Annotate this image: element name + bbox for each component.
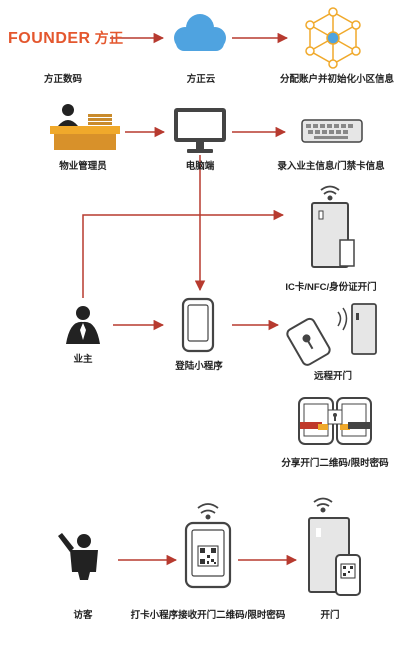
arrow-owner-to-door	[82, 209, 285, 298]
label-owner: 业主	[73, 354, 93, 365]
network-icon	[305, 7, 361, 69]
owner-icon	[66, 306, 100, 344]
brand-name-cn: 方正	[94, 30, 124, 46]
wifi-icon	[320, 185, 340, 201]
door-reader-icon	[311, 185, 355, 268]
label-founder-digital: 方正数码	[43, 74, 83, 85]
label-property-admin: 物业管理员	[59, 161, 107, 172]
label-founder-cloud: 方正云	[186, 74, 216, 85]
label-computer: 电脑端	[185, 161, 215, 172]
label-mini-program-login: 登陆小程序	[175, 361, 223, 372]
visitor-phone-icon	[184, 503, 232, 589]
arrows	[82, 32, 298, 566]
label-open-door: 开门	[320, 610, 340, 621]
remote-unlock-icon	[286, 303, 377, 366]
keyboard-icon	[301, 119, 363, 143]
share-phones-icon	[298, 397, 372, 445]
wifi-icon	[197, 503, 219, 520]
phone-icon	[181, 297, 215, 353]
qr-code-icon	[197, 545, 219, 567]
label-card-open: IC卡/NFC/身份证开门	[285, 282, 377, 293]
open-door-icon	[308, 497, 361, 596]
monitor-icon	[174, 108, 226, 153]
cloud-icon	[174, 14, 226, 51]
brand-name: FOUNDER	[8, 30, 91, 47]
label-remote-open: 远程开门	[313, 371, 353, 382]
label-share-qr: 分享开门二维码/限时密码	[281, 458, 389, 469]
admin-desk-icon	[50, 104, 120, 150]
label-assign-accounts: 分配账户并初始化小区信息	[279, 74, 395, 85]
label-visitor: 访客	[73, 610, 93, 621]
label-enter-info: 录入业主信息/门禁卡信息	[277, 161, 385, 172]
wifi-icon	[313, 497, 333, 513]
qr-code-icon	[340, 563, 356, 579]
visitor-icon	[58, 533, 98, 580]
label-visitor-receive: 打卡小程序接收开门二维码/限时密码	[130, 610, 286, 621]
